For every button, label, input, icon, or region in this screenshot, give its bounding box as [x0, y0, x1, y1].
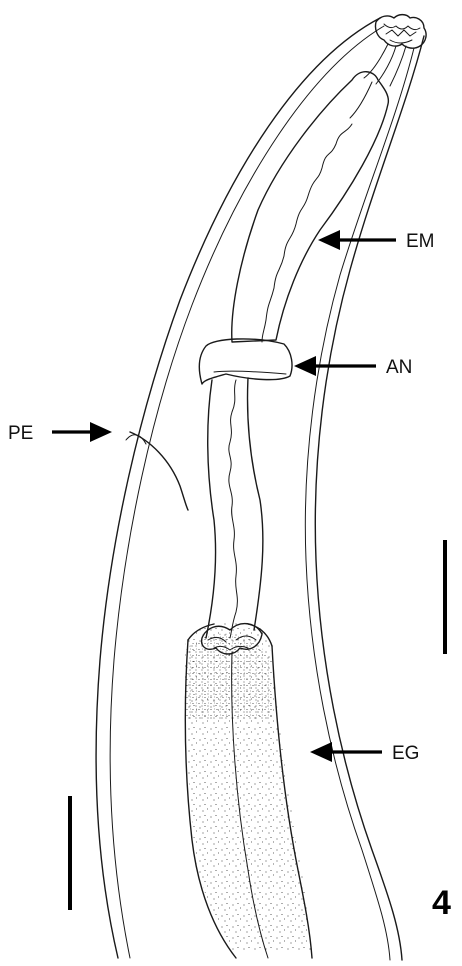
muscular-oesophagus-lobe-line [350, 82, 372, 118]
arrow-pe [52, 422, 112, 442]
cephalic-lips [375, 15, 426, 49]
stoma-inner-wall [376, 46, 396, 84]
label-pe: PE [8, 423, 33, 444]
arrow-an [294, 356, 376, 376]
muscular-oesophagus [232, 72, 389, 342]
excretory-pore-duct [130, 432, 188, 510]
label-an: AN [386, 357, 412, 378]
glandular-oesophagus [170, 610, 330, 966]
arrow-eg [310, 742, 382, 762]
oesophagus-posterior-right [248, 378, 263, 630]
label-em: EM [406, 231, 435, 252]
figure-number: 4 [432, 884, 451, 922]
nerve-ring [199, 339, 292, 384]
stoma-right-wall [390, 46, 406, 86]
label-eg: EG [392, 743, 419, 764]
oesophageal-lumen-posterior [229, 380, 238, 638]
nerve-ring-inner [214, 371, 286, 374]
body-outer-right-contour [315, 36, 424, 960]
oesophagus-posterior-left [206, 380, 216, 638]
body-inner-right-contour [305, 48, 414, 960]
